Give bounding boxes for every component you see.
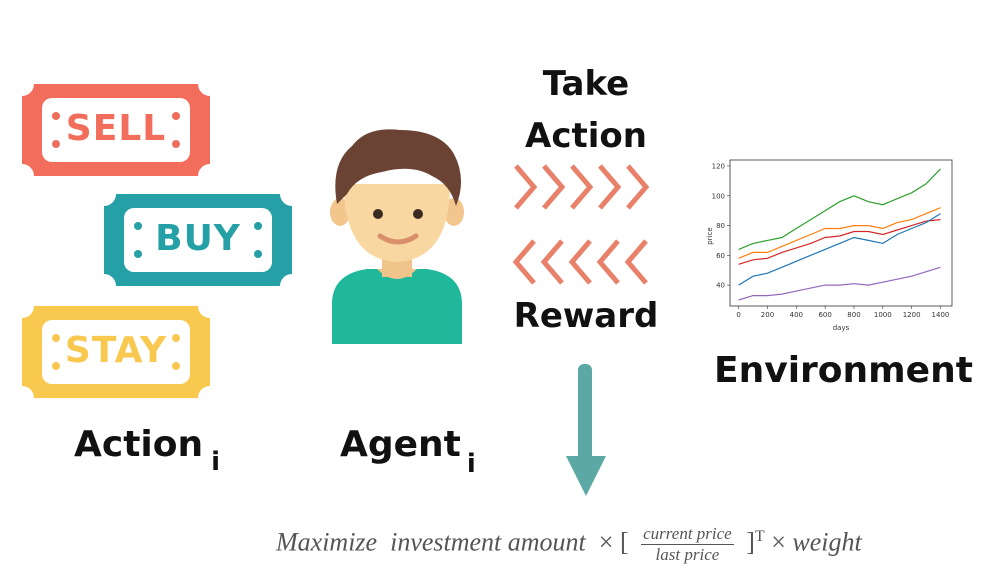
stay-ticket-shape bbox=[22, 306, 210, 398]
buy-ticket: BUY bbox=[100, 190, 296, 290]
formula-open-bracket: [ bbox=[619, 527, 629, 557]
sell-ticket-shape bbox=[22, 84, 210, 176]
environment-chart: 0 200 400 600 800 1000 1200 1400 40 60 80 100 120 da… bbox=[706, 159, 953, 332]
buy-ticket-shape bbox=[104, 194, 292, 286]
formula-fraction: current price last price bbox=[641, 524, 734, 565]
formula-numerator: current price bbox=[641, 524, 734, 546]
chart-plot-area bbox=[729, 159, 953, 307]
environment-label: Environment bbox=[714, 350, 973, 391]
chart-y-tick-label: 100 bbox=[712, 192, 725, 200]
chart-y-tick-label: 120 bbox=[712, 162, 725, 170]
sell-label: SELL bbox=[65, 108, 167, 149]
chart-y-axis-label: price bbox=[706, 227, 714, 244]
take-action-arrows-icon bbox=[514, 164, 650, 210]
chart-series-line-4 bbox=[738, 213, 941, 286]
chart-x-tick-label: 200 bbox=[761, 311, 774, 319]
buy-label: BUY bbox=[155, 218, 241, 259]
chart-x-tick-label: 400 bbox=[790, 311, 803, 319]
formula-investment: investment amount bbox=[390, 527, 586, 557]
chart-series-line-1 bbox=[738, 168, 941, 250]
chart-x-tick-label: 600 bbox=[818, 311, 831, 319]
chart-x-tick-label: 1000 bbox=[874, 311, 892, 319]
action-text: Action bbox=[74, 424, 204, 465]
agent-avatar-icon bbox=[330, 129, 464, 344]
chart-y-tick-label: 80 bbox=[716, 222, 725, 230]
formula-times-1: × bbox=[598, 527, 614, 557]
agent-text: Agent bbox=[340, 424, 461, 465]
formula-close-bracket: ] bbox=[746, 527, 755, 557]
chart-x-tick-label: 1200 bbox=[903, 311, 921, 319]
formula-times-2: × bbox=[771, 527, 786, 557]
formula-weight: weight bbox=[792, 527, 862, 557]
sell-ticket: SELL bbox=[18, 80, 214, 180]
chart-x-axis-label: days bbox=[833, 324, 850, 332]
objective-formula: Maximize investment amount × [ current p… bbox=[276, 512, 862, 568]
reward-arrows-icon bbox=[512, 239, 648, 285]
stay-ticket: STAY bbox=[18, 302, 214, 402]
agent-subscript: i bbox=[466, 449, 476, 479]
down-arrow-icon bbox=[566, 364, 606, 496]
chart-x-tick-label: 1400 bbox=[932, 311, 950, 319]
chart-x-tick-label: 800 bbox=[847, 311, 860, 319]
formula-maximize: Maximize bbox=[276, 527, 378, 557]
chart-series-line-2 bbox=[738, 207, 941, 259]
chart-y-tick-label: 40 bbox=[716, 282, 725, 290]
chart-x-tick-label: 0 bbox=[736, 311, 740, 319]
formula-transpose: T bbox=[754, 528, 765, 545]
take-action-label: Take Action bbox=[498, 58, 674, 162]
take-action-text: Action bbox=[525, 116, 647, 156]
take-text: Take bbox=[542, 64, 630, 104]
formula-denominator: last price bbox=[655, 545, 720, 565]
stay-label: STAY bbox=[64, 330, 168, 371]
action-subscript: i bbox=[211, 447, 221, 477]
chart-series-line-5 bbox=[738, 266, 941, 301]
chart-series-line-3 bbox=[738, 219, 941, 265]
chart-y-tick-label: 60 bbox=[716, 252, 725, 260]
reward-label: Reward bbox=[513, 296, 659, 336]
